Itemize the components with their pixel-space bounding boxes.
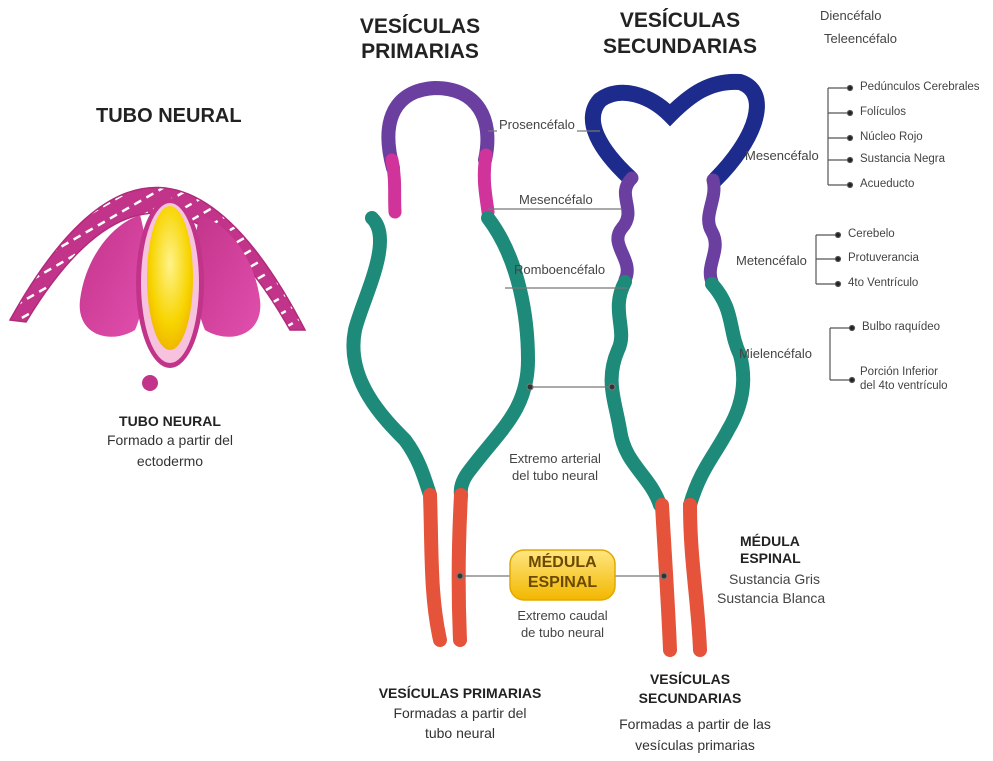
primary-bottom-line1: Formadas a partir del bbox=[360, 704, 560, 723]
mesencefalo-item: Pedúnculos Cerebrales bbox=[860, 81, 980, 93]
secondary-prosencephalon bbox=[593, 82, 757, 180]
label-telencefalo: Teleencéfalo bbox=[824, 31, 897, 46]
primary-bottom-line2: tubo neural bbox=[360, 724, 560, 743]
secondary-bottom-title-line1: VESÍCULAS bbox=[620, 670, 760, 688]
secondary-bottom-line1: Formadas a partir de las bbox=[590, 715, 800, 734]
label-extremo-arterial-1: Extremo arterial bbox=[495, 451, 615, 466]
metencefalo-item: Cerebelo bbox=[848, 228, 895, 240]
mesencefalo-item: Folículos bbox=[860, 106, 906, 118]
left-panel-title: TUBO NEURAL bbox=[96, 104, 242, 129]
secondary-bottom-line2: vesículas primarias bbox=[590, 736, 800, 755]
left-caption-title: TUBO NEURAL bbox=[100, 412, 240, 430]
label-metencefalo: Metencéfalo bbox=[736, 253, 807, 268]
mesencefalo-item: Sustancia Negra bbox=[860, 153, 945, 165]
primary-spinal-right bbox=[459, 495, 461, 640]
secondary-title-line2: SECUNDARIAS bbox=[590, 34, 770, 59]
label-extremo-arterial-2: del tubo neural bbox=[495, 468, 615, 483]
neural-tube-lumen bbox=[147, 206, 193, 350]
secondary-rhombencephalon-right bbox=[690, 284, 743, 505]
label-prosencefalo: Prosencéfalo bbox=[497, 117, 577, 132]
right-medula-title-2: ESPINAL bbox=[740, 550, 801, 567]
primary-rhombencephalon-left bbox=[353, 218, 430, 495]
secondary-spinal-right bbox=[690, 505, 700, 650]
label-mesencefalo-right: Mesencéfalo bbox=[745, 148, 819, 163]
label-extremo-caudal-2: de tubo neural bbox=[500, 625, 625, 640]
primary-bottom-title: VESÍCULAS PRIMARIAS bbox=[360, 684, 560, 702]
label-romboencefalo: Romboencéfalo bbox=[514, 262, 605, 277]
secondary-rhombencephalon-left bbox=[612, 282, 660, 505]
label-diencefalo: Diencéfalo bbox=[820, 8, 881, 23]
primary-title-line1: VESÍCULAS bbox=[350, 14, 490, 39]
primary-title-line2: PRIMARIAS bbox=[350, 39, 490, 64]
mesencefalo-item: Acueducto bbox=[860, 178, 914, 190]
right-medula-title-1: MÉDULA bbox=[740, 533, 800, 550]
secondary-mesencephalon-left bbox=[618, 178, 632, 280]
secondary-bottom-title-line2: SECUNDARIAS bbox=[620, 689, 760, 707]
left-caption-line2: ectodermo bbox=[80, 452, 260, 468]
primary-spinal-left bbox=[430, 495, 440, 640]
notochord-dot bbox=[142, 375, 158, 391]
label-mesencefalo: Mesencéfalo bbox=[517, 192, 595, 207]
secondary-vesicles bbox=[593, 82, 757, 650]
neural-tube-cross-section bbox=[10, 187, 305, 391]
medula-badge-line2: ESPINAL bbox=[510, 573, 615, 592]
mielencefalo-item: del 4to ventrículo bbox=[860, 380, 948, 392]
primary-vesicles bbox=[353, 88, 528, 640]
medula-badge-line1: MÉDULA bbox=[510, 553, 615, 572]
mielencefalo-item: Porción Inferior bbox=[860, 366, 938, 378]
right-medula-item2: Sustancia Blanca bbox=[717, 590, 825, 606]
left-caption-line1: Formado a partir del bbox=[80, 431, 260, 450]
metencefalo-item: Protuverancia bbox=[848, 252, 919, 264]
mesencefalo-item: Núcleo Rojo bbox=[860, 131, 923, 143]
primary-prosencephalon bbox=[388, 88, 487, 168]
secondary-title-line1: VESÍCULAS bbox=[590, 8, 770, 33]
label-extremo-caudal-1: Extremo caudal bbox=[500, 608, 625, 623]
label-mielencefalo: Mielencéfalo bbox=[739, 346, 812, 361]
secondary-mesencephalon-right bbox=[709, 180, 716, 282]
mielencefalo-item: Bulbo raquídeo bbox=[862, 321, 940, 333]
metencefalo-item: 4to Ventrículo bbox=[848, 277, 918, 289]
right-medula-item1: Sustancia Gris bbox=[729, 571, 820, 587]
